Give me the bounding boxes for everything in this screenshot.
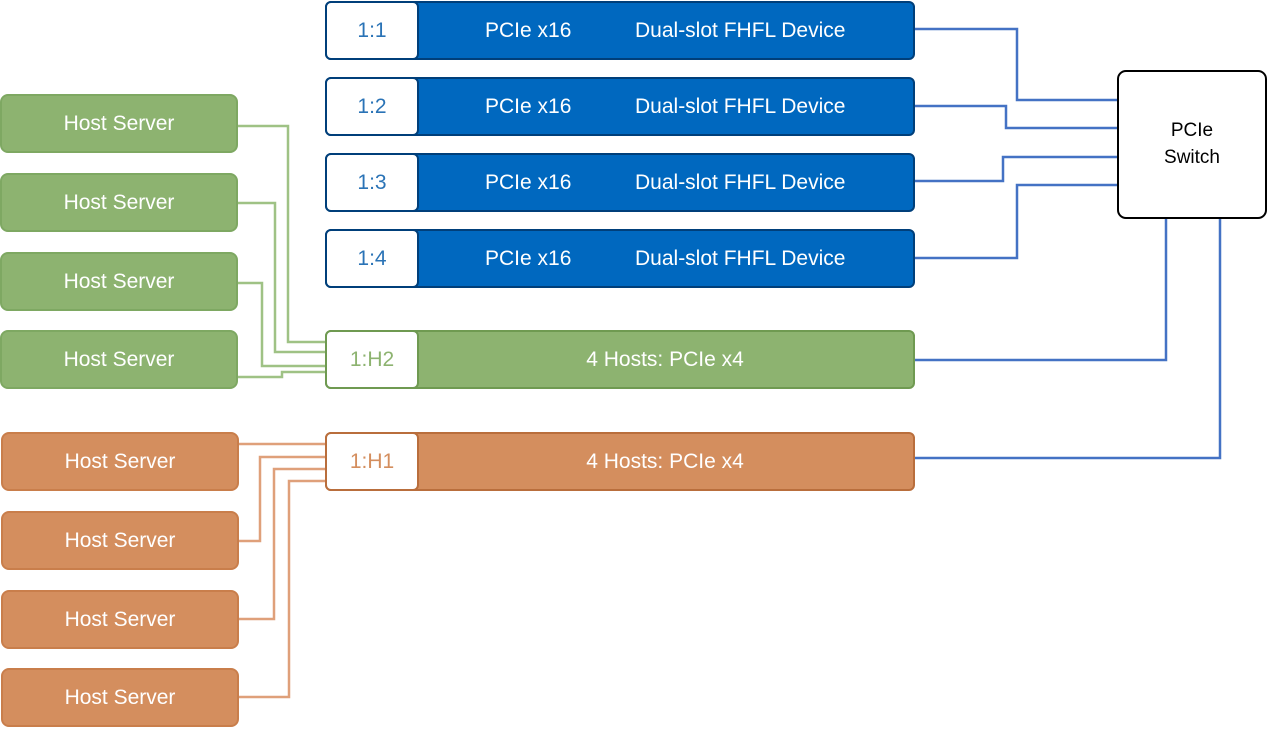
wire-green-1 <box>238 124 327 344</box>
bus-label: PCIe x16 <box>485 246 572 270</box>
wire-orange-4 <box>238 479 327 699</box>
host-server-orange-4: Host Server <box>1 668 239 727</box>
slot-id: 1:4 <box>325 229 419 288</box>
pcie-switch: PCIe Switch <box>1117 70 1267 219</box>
wire-device-4 <box>914 183 1119 260</box>
slot-id: 1:1 <box>325 1 419 60</box>
device-label: Dual-slot FHFL Device <box>635 170 846 194</box>
host-server-green-3: Host Server <box>0 252 238 311</box>
host-server-green-2: Host Server <box>0 173 238 232</box>
host-label: Host Server <box>63 111 175 135</box>
wire-orange-2 <box>238 455 327 543</box>
wire-device-2 <box>914 104 1119 130</box>
slot-id: 1:H2 <box>325 330 419 389</box>
host-slot-h2: 1:H2 4 Hosts: PCIe x4 <box>325 330 915 389</box>
host-label: Host Server <box>64 449 176 473</box>
host-server-orange-1: Host Server <box>1 432 239 491</box>
wire-green-3 <box>238 281 327 368</box>
host-server-orange-3: Host Server <box>1 590 239 649</box>
switch-line-1: PCIe <box>1170 119 1214 141</box>
slot-id: 1:H1 <box>325 432 419 491</box>
wire-device-3 <box>914 155 1119 183</box>
host-slot-label: 4 Hosts: PCIe x4 <box>586 449 744 473</box>
host-label: Host Server <box>64 607 176 631</box>
wire-orange-3 <box>238 467 327 621</box>
host-server-orange-2: Host Server <box>1 511 239 570</box>
host-label: Host Server <box>63 269 175 293</box>
host-label: Host Server <box>64 528 176 552</box>
slot-id: 1:3 <box>325 153 419 212</box>
host-label: Host Server <box>64 685 176 709</box>
host-slot-h1: 1:H1 4 Hosts: PCIe x4 <box>325 432 915 491</box>
device-label: Dual-slot FHFL Device <box>635 18 846 42</box>
slot-id: 1:2 <box>325 77 419 136</box>
host-label: Host Server <box>63 190 175 214</box>
wire-h1-switch <box>914 218 1222 460</box>
wire-h2-switch <box>914 218 1168 362</box>
bus-label: PCIe x16 <box>485 94 572 118</box>
host-server-green-1: Host Server <box>0 94 238 153</box>
wire-device-1 <box>914 27 1119 102</box>
host-label: Host Server <box>63 347 175 371</box>
host-slot-label: 4 Hosts: PCIe x4 <box>586 347 744 371</box>
device-slot-2: 1:2 PCIe x16 Dual-slot FHFL Device <box>325 77 915 136</box>
bus-label: PCIe x16 <box>485 18 572 42</box>
host-server-green-4: Host Server <box>0 330 238 389</box>
wire-green-4 <box>238 370 327 379</box>
switch-line-2: Switch <box>1164 146 1220 168</box>
bus-label: PCIe x16 <box>485 170 572 194</box>
device-label: Dual-slot FHFL Device <box>635 246 846 270</box>
device-slot-3: 1:3 PCIe x16 Dual-slot FHFL Device <box>325 153 915 212</box>
device-slot-4: 1:4 PCIe x16 Dual-slot FHFL Device <box>325 229 915 288</box>
device-slot-1: 1:1 PCIe x16 Dual-slot FHFL Device <box>325 1 915 60</box>
device-label: Dual-slot FHFL Device <box>635 94 846 118</box>
wire-green-2 <box>238 201 327 354</box>
